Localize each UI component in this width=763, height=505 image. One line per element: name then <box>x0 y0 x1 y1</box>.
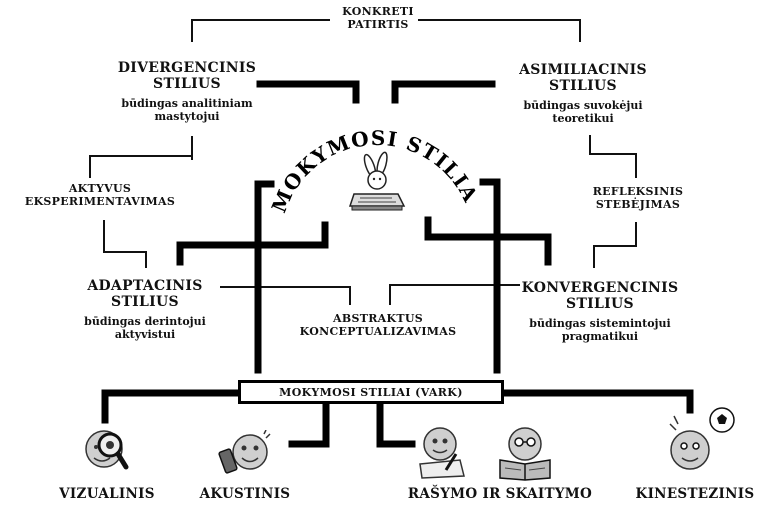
vark-label: MOKYMOSI STILIAI (VARK) <box>279 385 463 399</box>
divergent-style-block: DIVERGENCINIS STILIUS būdingas analitini… <box>112 60 262 123</box>
abstract-line2: KONCEPTUALIZAVIMAS <box>299 324 457 338</box>
assimilative-description: būdingas suvokėjui <box>523 99 643 113</box>
assimilative-description-2: teoretikui <box>552 111 614 125</box>
readwrite-style-label: RAŠYMO IR SKAITYMO <box>407 486 593 502</box>
divergent-description-2: mastytojui <box>154 109 220 123</box>
active-line1: AKTYVUS <box>68 182 132 195</box>
reflective-line1: REFLEKSINIS <box>592 185 684 198</box>
kinesthetic-style-label: KINESTEZINIS <box>635 486 755 502</box>
reflective-observation-label: REFLEKSINIS STEBĖJIMAS <box>578 185 698 211</box>
book-face-icon <box>499 427 551 481</box>
convergent-style-block: KONVERGENCINIS STILIUS būdingas sistemin… <box>515 280 685 343</box>
concrete-experience-line2: PATIRTIS <box>347 17 409 31</box>
convergent-description: būdingas sistemintojui <box>529 317 671 331</box>
abstract-line1: ABSTRAKTUS <box>333 312 423 325</box>
magnifier-face-icon <box>85 430 129 470</box>
convergent-title-2: STILIUS <box>566 296 634 313</box>
divergent-title: DIVERGENCINIS <box>117 60 257 76</box>
accommodating-description: būdingas derintojui <box>84 315 206 329</box>
concrete-experience-label: KONKRETI PATIRTIS <box>338 5 418 31</box>
soccer-face-icon <box>669 407 735 470</box>
vark-box: MOKYMOSI STILIAI (VARK) <box>238 380 504 404</box>
assimilative-title: ASIMILIACINIS <box>519 62 647 78</box>
active-experimentation-label: AKTYVUS EKSPERIMENTAVIMAS <box>20 182 180 208</box>
active-line2: EKSPERIMENTAVIMAS <box>24 194 176 208</box>
assimilative-title-2: STILIUS <box>549 78 617 95</box>
auditory-style-label: AKUSTINIS <box>199 486 291 502</box>
accommodating-description-2: aktyvistui <box>114 327 176 341</box>
concrete-experience-line1: KONKRETI <box>342 5 414 18</box>
accommodating-style-block: ADAPTACINIS STILIUS būdingas derintojui … <box>70 278 220 341</box>
accommodating-title: ADAPTACINIS <box>87 278 203 294</box>
phone-face-icon <box>218 430 271 474</box>
visual-style-label: VIZUALINIS <box>59 486 155 502</box>
rabbit-reading-icon <box>348 151 406 211</box>
abstract-conceptualization-label: ABSTRAKTUS KONCEPTUALIZAVIMAS <box>288 312 468 338</box>
convergent-title: KONVERGENCINIS <box>521 280 679 296</box>
writing-face-icon <box>419 427 465 479</box>
accommodating-title-2: STILIUS <box>111 294 179 311</box>
divergent-title-2: STILIUS <box>153 76 221 93</box>
reflective-line2: STEBĖJIMAS <box>595 197 681 211</box>
assimilative-style-block: ASIMILIACINIS STILIUS būdingas suvokėjui… <box>508 62 658 125</box>
convergent-description-2: pragmatikui <box>561 329 639 343</box>
divergent-description: būdingas analitiniam <box>121 97 253 111</box>
